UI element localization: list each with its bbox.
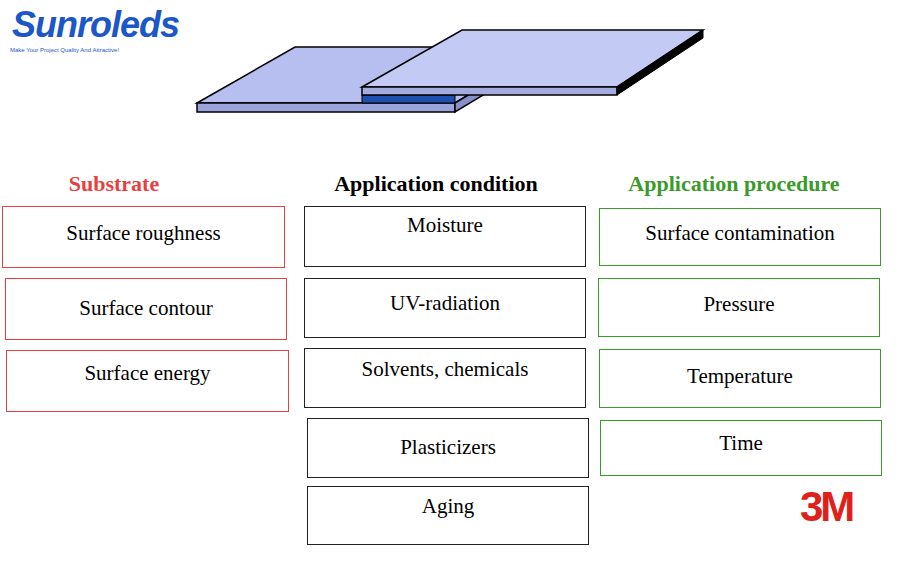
factor-text: Time — [601, 431, 881, 456]
factor-text: Temperature — [600, 364, 880, 389]
factor-box: Aging — [307, 486, 589, 545]
factor-text: Surface contamination — [600, 221, 880, 246]
column-header: Application condition — [334, 171, 538, 197]
factor-box: Surface contamination — [599, 208, 881, 266]
factor-box: UV-radiation — [304, 278, 586, 338]
factor-box: Surface roughness — [2, 206, 285, 268]
factor-text: Moisture — [305, 213, 585, 238]
brand-tagline: Make Your Project Quality And Attractive… — [10, 47, 119, 53]
factor-box: Pressure — [598, 278, 880, 337]
factor-box: Moisture — [304, 206, 586, 267]
column-header: Substrate — [69, 171, 159, 197]
factor-box: Surface contour — [5, 278, 287, 340]
factor-text: UV-radiation — [305, 291, 585, 316]
factor-text: Surface roughness — [3, 221, 284, 246]
factor-text: Pressure — [599, 292, 879, 317]
factor-text: Aging — [308, 494, 588, 519]
factor-box: Solvents, chemicals — [304, 348, 586, 408]
factor-text: Plasticizers — [308, 435, 588, 460]
factor-box: Surface energy — [6, 350, 289, 412]
factor-box: Time — [600, 420, 882, 476]
upper-plate-edge — [362, 87, 617, 95]
upper-plate-side — [617, 30, 703, 95]
adhesive-layer — [362, 95, 455, 103]
factor-text: Surface contour — [6, 296, 286, 321]
brand-logo-3m: 3M — [800, 483, 852, 531]
brand-logo: Sunroleds — [12, 4, 179, 46]
column-header: Application procedure — [628, 171, 839, 197]
factor-text: Surface energy — [7, 361, 288, 386]
factor-box: Plasticizers — [307, 418, 589, 478]
factor-box: Temperature — [599, 349, 881, 408]
lower-plate-edge — [197, 103, 455, 112]
factor-text: Solvents, chemicals — [305, 357, 585, 382]
upper-plate-top — [362, 30, 703, 87]
